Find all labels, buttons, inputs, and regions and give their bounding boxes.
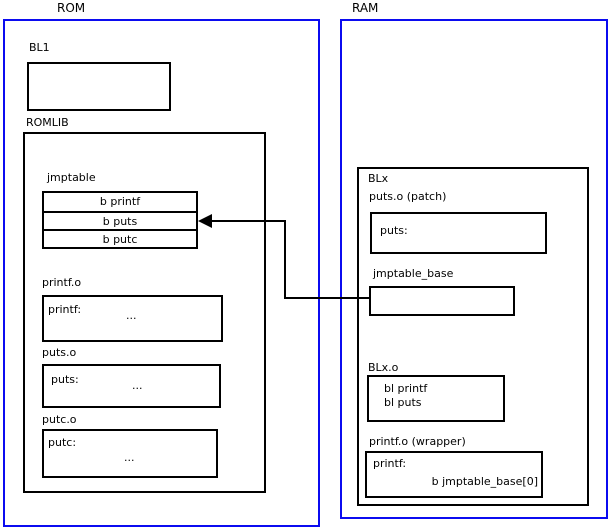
- blx-o-label: BLx.o: [368, 361, 399, 374]
- printf-symbol: printf:: [48, 303, 82, 316]
- blx-o-box: bl printf bl puts: [367, 375, 505, 422]
- printf-ellipsis: ...: [126, 309, 137, 322]
- rom-puts-o-box: puts: ...: [42, 364, 221, 408]
- jmptable-entry-putc: b putc: [44, 229, 196, 247]
- printf-wrapper-symbol: printf:: [373, 457, 407, 470]
- jmptable-label: jmptable: [47, 171, 96, 184]
- rom-puts-o-label: puts.o: [42, 346, 77, 359]
- puts-ellipsis: ...: [132, 379, 143, 392]
- rom-putc-o-label: putc.o: [42, 413, 77, 426]
- puts-symbol: puts:: [51, 373, 79, 386]
- rom-region-title: ROM: [57, 1, 86, 15]
- printf-wrapper-label: printf.o (wrapper): [369, 435, 466, 448]
- putc-ellipsis: ...: [124, 451, 135, 464]
- blx-o-line-bl-printf: bl printf: [384, 382, 428, 395]
- bl1-label: BL1: [29, 41, 50, 54]
- rom-putc-o-box: putc: ...: [42, 429, 218, 478]
- printf-wrapper-box: printf: b jmptable_base[0]: [365, 451, 543, 498]
- blx-label: BLx: [368, 172, 389, 185]
- jmptable-arrow-segment-horizontal-to-table: [212, 220, 286, 222]
- rom-printf-o-label: printf.o: [42, 276, 82, 289]
- jmptable-arrow-segment-vertical: [284, 220, 286, 299]
- jmptable-box: b printf b puts b putc: [42, 191, 198, 249]
- jmptable-base-label: jmptable_base: [373, 267, 454, 280]
- blx-o-line-bl-puts: bl puts: [384, 396, 422, 409]
- romlib-label: ROMLIB: [26, 116, 69, 129]
- bl1-box: [27, 62, 171, 111]
- puts-patch-label: puts.o (patch): [369, 190, 447, 203]
- printf-wrapper-branch-code: b jmptable_base[0]: [431, 475, 538, 488]
- puts-patch-symbol: puts:: [380, 224, 408, 237]
- putc-symbol: putc:: [48, 436, 77, 449]
- puts-patch-box: puts:: [370, 212, 547, 254]
- ram-region-title: RAM: [352, 1, 379, 15]
- jmptable-arrowhead-icon: [198, 214, 212, 228]
- jmptable-arrow-segment-horizontal-from-base: [284, 297, 370, 299]
- jmptable-base-box: [369, 286, 515, 316]
- rom-printf-o-box: printf: ...: [42, 295, 223, 342]
- jmptable-entry-printf: b printf: [99, 195, 141, 208]
- jmptable-entry-puts: b puts: [44, 211, 196, 229]
